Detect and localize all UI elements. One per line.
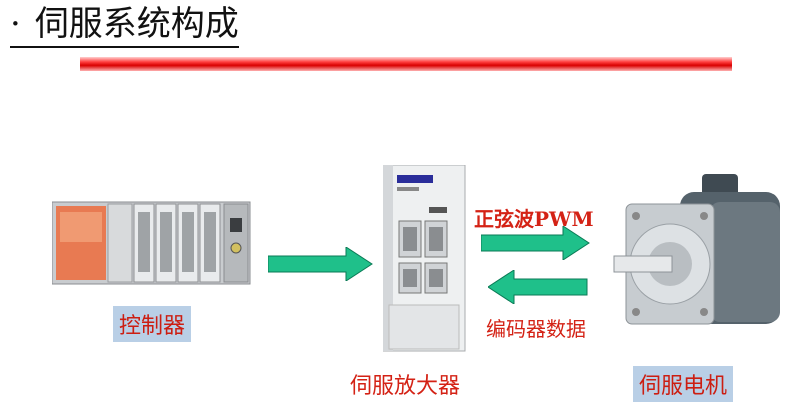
arrow-amplifier-to-motor — [481, 226, 590, 260]
title-text: 伺服系统构成 — [34, 4, 239, 44]
encoder-data-label: 编码器数据 — [486, 317, 586, 341]
plc-controller-icon — [52, 201, 251, 285]
servo-motor-icon — [613, 174, 780, 325]
arrow-motor-to-amplifier — [488, 270, 588, 304]
amplifier-label: 伺服放大器 — [350, 374, 461, 399]
pwm-signal-label: 正弦波PWM — [474, 207, 594, 231]
controller-label: 控制器 — [113, 306, 192, 342]
motor-label: 伺服电机 — [633, 366, 734, 402]
title-bullet: · — [10, 4, 21, 44]
servo-amplifier-icon — [383, 165, 466, 352]
arrow-controller-to-amplifier — [268, 247, 373, 281]
page-title: · 伺服系统构成 — [10, 4, 239, 48]
title-accent-bar — [80, 57, 732, 71]
